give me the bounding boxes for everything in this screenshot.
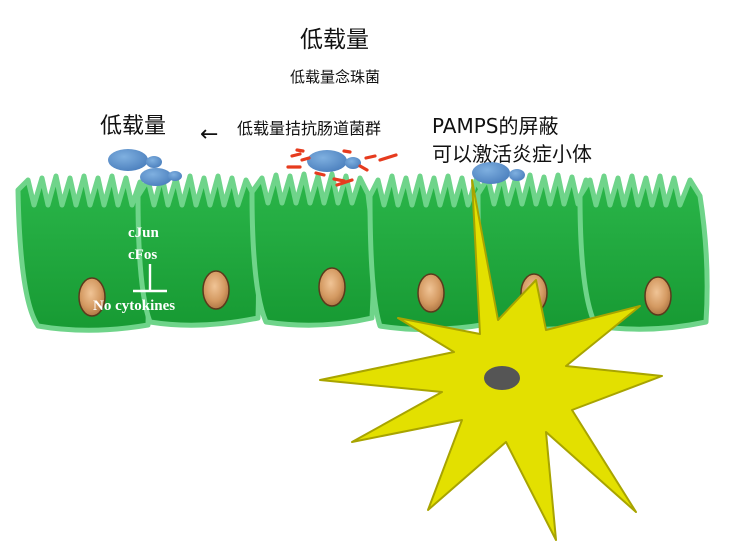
cfos-label: cFos [128,247,157,263]
yeast-center [307,150,361,172]
nucleus [202,270,230,310]
nucleus [78,277,106,317]
dendritic-cell-nucleus [484,366,520,390]
low-load-label: 低载量 [100,114,167,139]
bacteria-cluster [286,148,398,187]
dendritic-cell [319,179,663,541]
left-arrow-icon: ← [200,122,219,147]
pamps-shielding-label: PAMPS的屏蔽 [432,114,559,138]
activate-inflammasome-label: 可以激活炎症小体 [432,142,592,166]
yeast-right [472,162,525,184]
subtitle-low-load-candida: 低载量念珠菌 [290,68,381,86]
epithelial-cell-6 [577,173,710,332]
nucleus [318,267,346,307]
page-title: 低载量 [300,27,369,53]
nucleus [417,273,445,313]
cjun-label: cJun [128,225,160,241]
no-cytokines-label: No cytokines [93,298,175,314]
nucleus [644,276,672,316]
antagonize-gut-flora-label: 低载量拮抗肠道菌群 [237,119,382,138]
epithelial-cell-3 [249,171,376,328]
yeast-left [108,149,182,186]
inhibition-symbol [133,264,167,293]
